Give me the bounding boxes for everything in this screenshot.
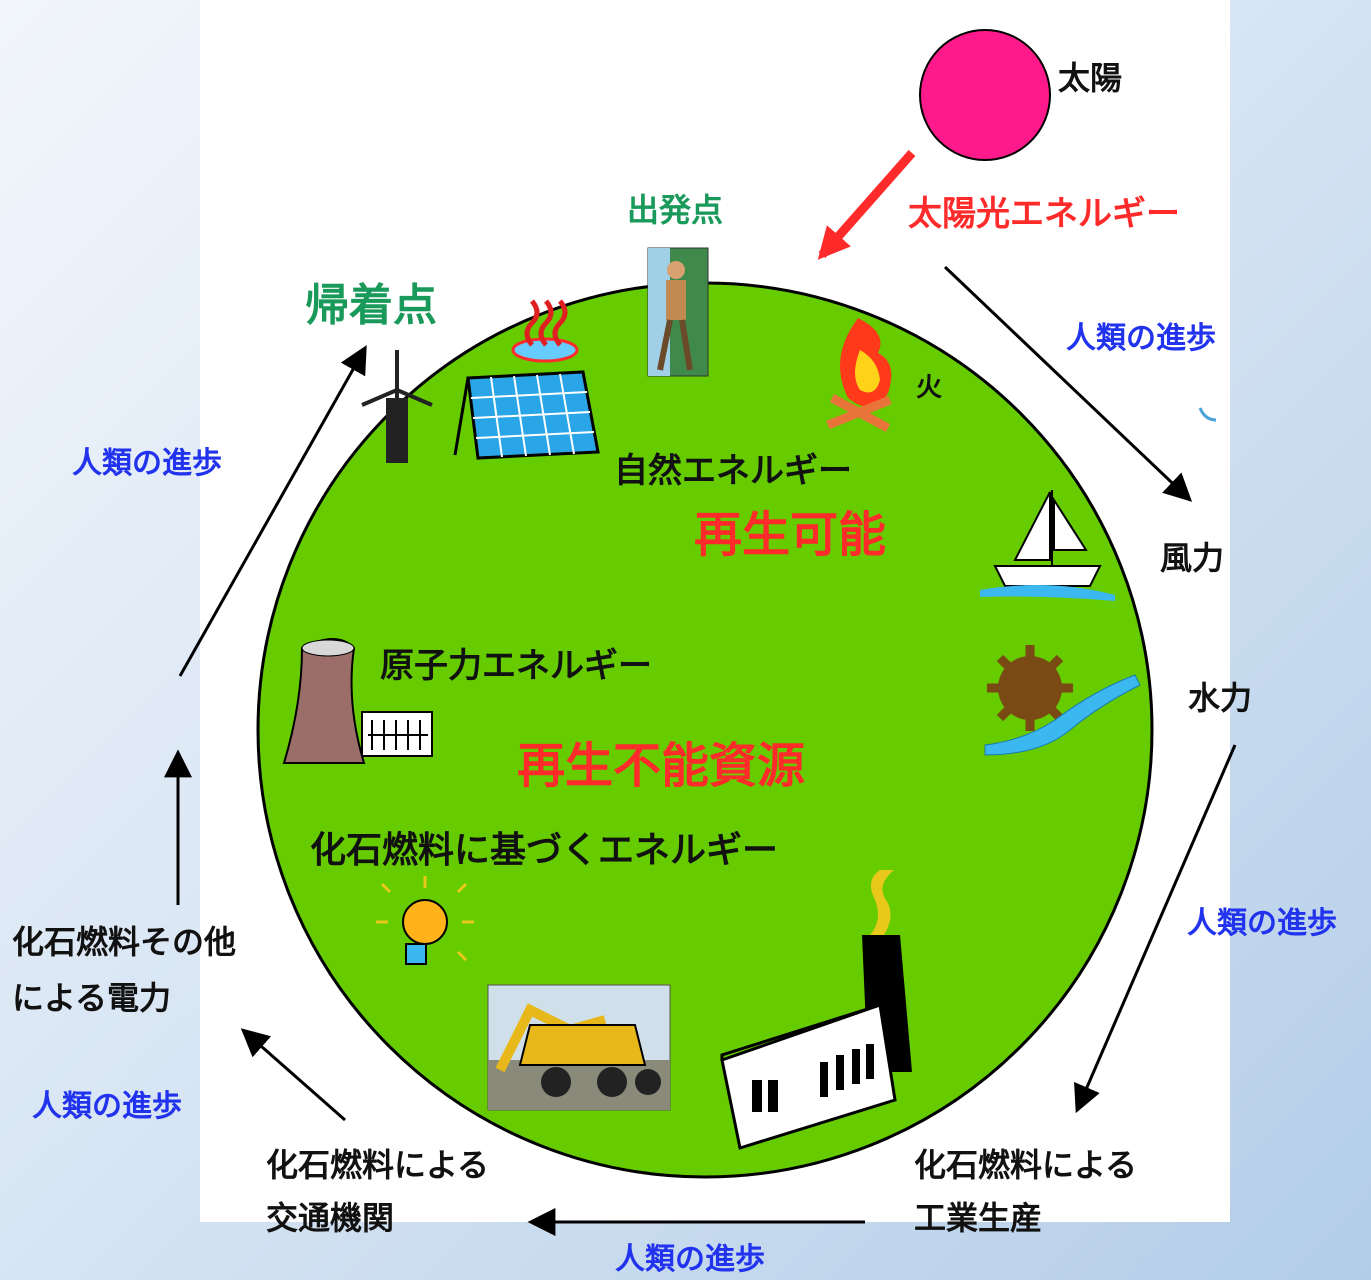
- electricity-label-line2: による電力: [12, 979, 172, 1017]
- campfire-icon: [826, 318, 892, 432]
- electricity-label-line1: 化石燃料その他: [12, 923, 237, 961]
- water-wheel-icon: [984, 645, 1141, 756]
- arrow-transport-to-electricity: [240, 1028, 346, 1122]
- progress-label-bottom: 人類の進歩: [615, 1242, 765, 1277]
- windmill-icon: [361, 350, 433, 463]
- solar-energy-arrow: [817, 150, 916, 260]
- progress-label-top-right: 人類の進歩: [1066, 321, 1216, 356]
- nuclear-plant-icon: [282, 638, 433, 764]
- sun-icon: [919, 29, 1051, 161]
- non-renewable-label: 再生不能資源: [517, 738, 806, 794]
- industry-label-line1: 化石燃料による: [914, 1146, 1138, 1184]
- arrow-water-to-industry: [1074, 744, 1237, 1114]
- return-point-label: 帰着点: [305, 280, 437, 331]
- wind-power-label: 風力: [1160, 539, 1225, 577]
- renewable-label: 再生可能: [694, 507, 887, 563]
- sailboat-icon: [980, 490, 1115, 601]
- solar-energy-label: 太陽光エネルギー: [908, 194, 1180, 234]
- progress-label-left-lower: 人類の進歩: [32, 1089, 182, 1124]
- sun-label: 太陽: [1058, 59, 1123, 97]
- nuclear-energy-label: 原子力エネルギー: [380, 646, 652, 686]
- transport-label-line2: 交通機関: [266, 1199, 395, 1237]
- factory-icon: [720, 870, 912, 1150]
- fire-label: 火: [916, 373, 943, 403]
- industry-label-line2: 工業生産: [914, 1199, 1043, 1237]
- solar-panel-icon: [453, 370, 600, 460]
- natural-energy-label: 自然エネルギー: [614, 451, 852, 491]
- transport-label-line1: 化石燃料による: [266, 1146, 490, 1184]
- mining-truck-icon: [487, 984, 671, 1111]
- light-bulb-icon: [376, 876, 474, 965]
- small-mark-icon: [1198, 407, 1217, 422]
- arrow-to-return-point: [178, 345, 367, 677]
- hot-spring-icon: [511, 299, 579, 363]
- water-power-label: 水力: [1188, 679, 1253, 717]
- farmer-icon: [647, 247, 709, 377]
- progress-label-left-upper: 人類の進歩: [72, 446, 222, 481]
- fossil-energy-label: 化石燃料に基づくエネルギー: [310, 830, 779, 871]
- start-point-label: 出発点: [627, 191, 724, 229]
- arrow-sunlight-to-wind: [943, 265, 1193, 502]
- progress-label-right-middle: 人類の進歩: [1187, 906, 1337, 941]
